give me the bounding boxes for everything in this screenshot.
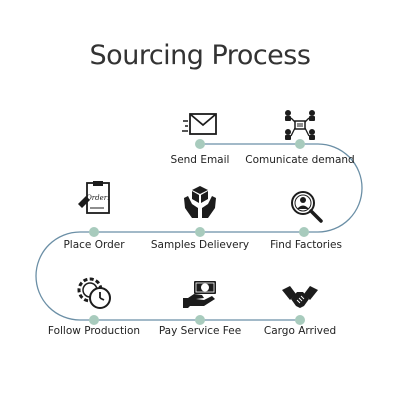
step-node-send-email bbox=[195, 139, 205, 149]
step-node-place-order bbox=[89, 227, 99, 237]
step-label: Samples Delievery bbox=[150, 239, 250, 251]
step-label: Pay Service Fee bbox=[158, 325, 242, 337]
magnifier-person-icon bbox=[291, 191, 323, 223]
clipboard-order-icon: Order! bbox=[78, 181, 110, 214]
hand-money-icon bbox=[183, 281, 216, 308]
step-label: Comunicate demand bbox=[245, 154, 355, 166]
handshake-icon bbox=[282, 286, 318, 308]
step-node-pay-service-fee bbox=[195, 315, 205, 325]
step-samples-delievery: Samples Delievery bbox=[140, 184, 260, 251]
step-pay-service-fee: Pay Service Fee bbox=[140, 278, 260, 337]
network-people-icon bbox=[285, 110, 315, 140]
step-comunicate-demand: Comunicate demand bbox=[240, 108, 360, 166]
step-send-email: Send Email bbox=[140, 108, 260, 166]
step-find-factories: Find Factories bbox=[246, 189, 366, 251]
step-label: Place Order bbox=[63, 239, 125, 251]
process-line bbox=[35, 143, 363, 321]
order-note-text: Order! bbox=[86, 194, 110, 202]
hands-box-icon bbox=[184, 186, 216, 218]
step-node-samples-delievery bbox=[195, 227, 205, 237]
diagram-title: Sourcing Process bbox=[89, 40, 311, 71]
step-node-comunicate-demand bbox=[295, 139, 305, 149]
step-node-find-factories bbox=[299, 227, 309, 237]
step-label: Find Factories bbox=[270, 239, 342, 251]
envelope-icon bbox=[182, 113, 217, 135]
step-node-cargo-arrived bbox=[295, 315, 305, 325]
gears-clock-icon bbox=[77, 277, 111, 309]
step-cargo-arrived: Cargo Arrived bbox=[240, 280, 360, 337]
step-place-order: Order! Place Order bbox=[34, 180, 154, 251]
step-label: Cargo Arrived bbox=[263, 325, 337, 337]
step-node-follow-production bbox=[89, 315, 99, 325]
step-label: Send Email bbox=[170, 154, 230, 166]
step-follow-production: Follow Production bbox=[34, 274, 154, 337]
step-label: Follow Production bbox=[47, 325, 141, 337]
